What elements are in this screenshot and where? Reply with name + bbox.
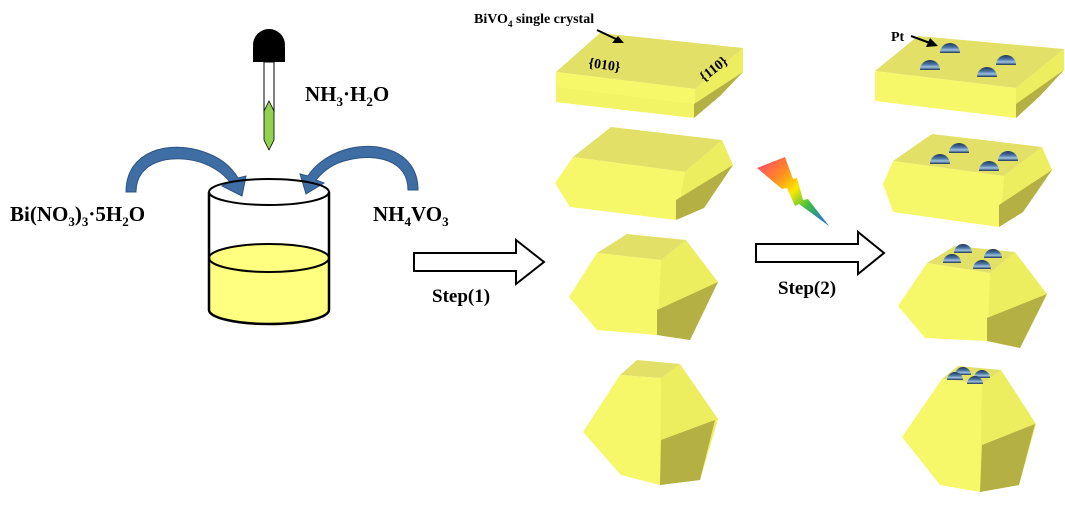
crystal-pointer-arrow (596, 29, 619, 41)
dropper-collar (253, 47, 285, 62)
pt-crystal-3 (898, 244, 1047, 348)
left-curved-arrow (125, 146, 247, 197)
facet-010-label: {010} (587, 56, 621, 75)
crystal-4 (583, 360, 718, 485)
beaker-liquid (209, 258, 329, 324)
crystal-plate-1 (556, 33, 743, 118)
step1-arrow (413, 237, 546, 287)
left-reagent-label: Bi(NO3)3·5H2O (10, 202, 145, 229)
right-curved-arrow (299, 145, 419, 195)
dropper-reagent-label: NH3·H2O (305, 82, 389, 109)
beaker-rim (208, 178, 330, 206)
pt-pointer-arrow (910, 35, 931, 44)
crystal-label: BiVO4 single crystal (474, 12, 594, 29)
pt-crystal-1 (875, 36, 1064, 118)
dropper-liquid (263, 100, 275, 151)
crystal-3 (569, 234, 718, 340)
light-bolt-icon (757, 157, 829, 226)
pt-particle (954, 244, 972, 253)
step2-arrow (755, 229, 886, 277)
pt-crystal-4 (902, 366, 1036, 492)
right-reagent-label: NH4VO3 (373, 202, 449, 229)
beaker (207, 178, 331, 326)
pt-crystal-2 (883, 134, 1052, 227)
step1-label: Step(1) (432, 286, 490, 307)
crystal-plate-2 (555, 127, 733, 220)
dropper (253, 29, 285, 151)
step2-label: Step(2) (778, 278, 836, 299)
pt-label: Pt (891, 30, 905, 45)
